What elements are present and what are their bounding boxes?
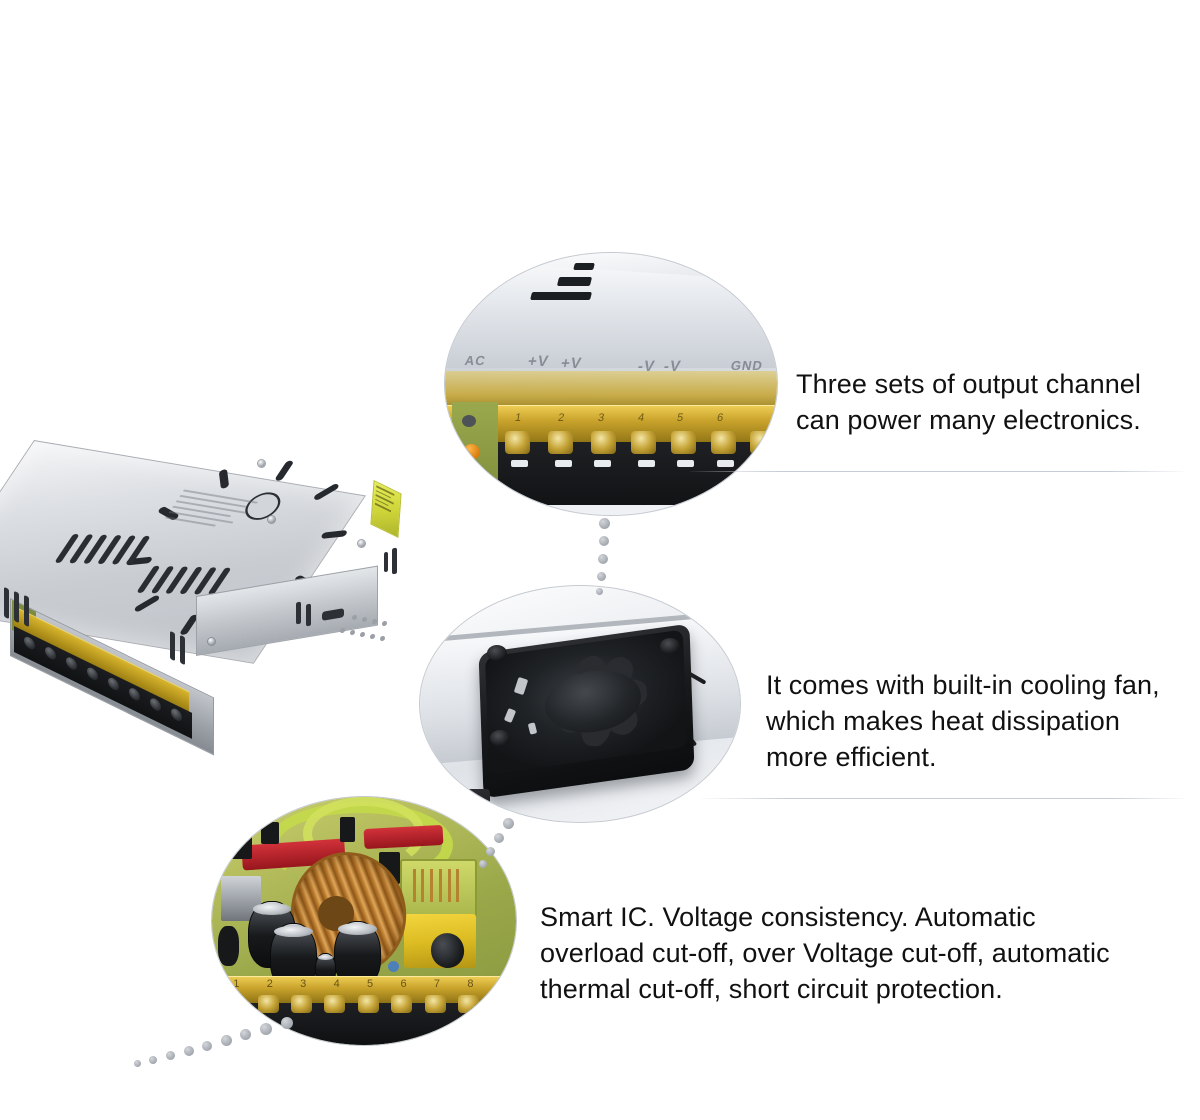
connector-dot — [281, 1017, 293, 1029]
connector-dot — [598, 554, 608, 564]
connector-dot — [221, 1035, 232, 1046]
terminal-marking-gnd: GND — [729, 357, 764, 373]
psu-side-slot — [384, 551, 388, 573]
terminal-screw — [324, 995, 346, 1014]
psu-end-fin — [170, 630, 175, 662]
connector-dot — [599, 518, 610, 529]
feature-text-smart-ic-protection: Smart IC. Voltage consistency. Automatic… — [540, 902, 1110, 1004]
text-divider — [690, 471, 1185, 472]
connector-dot — [184, 1046, 194, 1056]
terminal-screw — [670, 431, 696, 455]
trim-potentiometer — [463, 444, 481, 461]
connector-dot — [479, 860, 487, 868]
case-vent-slot — [530, 292, 593, 301]
product-image-power-supply — [0, 420, 440, 756]
connector-dot — [260, 1023, 272, 1035]
psu-end-fin — [14, 590, 19, 624]
feature-text-output-channels: Three sets of output channel can power m… — [796, 369, 1142, 435]
terminal-marking-ac: AC — [463, 352, 488, 368]
callout-circle-output-channels: +V +V -V -V GND AC 1 2 3 4 5 6 — [445, 253, 777, 515]
connector-dot — [166, 1051, 175, 1060]
terminal-screw — [750, 431, 776, 455]
terminal-screw — [391, 995, 413, 1014]
connector-dot — [240, 1029, 251, 1040]
psu-end-fin — [4, 586, 9, 620]
connector-dot — [134, 1060, 141, 1067]
psu-screw — [358, 540, 365, 547]
psu-screw — [208, 638, 215, 645]
terminal-screw — [424, 995, 446, 1014]
terminal-marking-plus-v: +V — [559, 355, 584, 373]
black-component — [224, 829, 252, 859]
connector-dot — [599, 536, 609, 546]
psu-side-slot — [392, 547, 397, 575]
connector-dot — [597, 572, 606, 581]
connector-dot — [149, 1056, 157, 1064]
terminal-screw — [547, 431, 573, 455]
red-resistor — [363, 824, 444, 849]
terminal-marking-minus-v: -V — [635, 357, 657, 375]
terminal-screw — [710, 431, 736, 455]
black-component — [218, 925, 240, 966]
terminal-marking-plus-v: +V — [526, 352, 551, 370]
psu-end-fin — [180, 634, 185, 666]
psu-end-fin — [24, 594, 29, 628]
psu-screw — [258, 460, 265, 467]
fan-mount-hole — [660, 637, 680, 654]
transformer — [400, 859, 478, 918]
fan-mount-hole — [490, 729, 511, 746]
callout-circle-cooling-fan — [420, 586, 740, 822]
terminal-screw — [591, 431, 617, 455]
terminal-screw — [357, 995, 379, 1014]
feature-text-cooling-fan: It comes with built-in cooling fan, whic… — [766, 670, 1160, 772]
case-vent-slot — [573, 263, 596, 271]
psu-side-slot — [296, 601, 301, 625]
terminal-screw — [257, 995, 279, 1014]
connector-dot — [494, 833, 504, 843]
black-component — [260, 821, 279, 845]
connector-dot — [503, 818, 514, 829]
terminal-screw — [504, 431, 530, 455]
terminal-marking-minus-v: -V — [662, 357, 683, 375]
psu-case-top-surface — [445, 264, 777, 369]
terminal-screw — [491, 995, 513, 1014]
terminal-screw — [291, 995, 313, 1014]
connector-dot — [486, 847, 495, 856]
callout-circle-internal-pcb: 1 2 3 4 5 6 7 8 — [212, 797, 516, 1045]
connector-dot — [596, 588, 603, 595]
small-capacitor — [461, 415, 476, 428]
blue-component — [388, 960, 400, 972]
fan-mount-hole — [487, 645, 508, 661]
terminal-screw — [630, 431, 656, 455]
psu-screw — [268, 516, 275, 523]
psu-side-slot — [306, 603, 311, 627]
terminal-screw — [458, 995, 480, 1014]
black-component — [339, 816, 355, 842]
case-vent-slot — [556, 276, 593, 286]
text-divider — [700, 798, 1185, 799]
connector-dot — [202, 1041, 212, 1051]
terminal-screw — [224, 995, 246, 1014]
